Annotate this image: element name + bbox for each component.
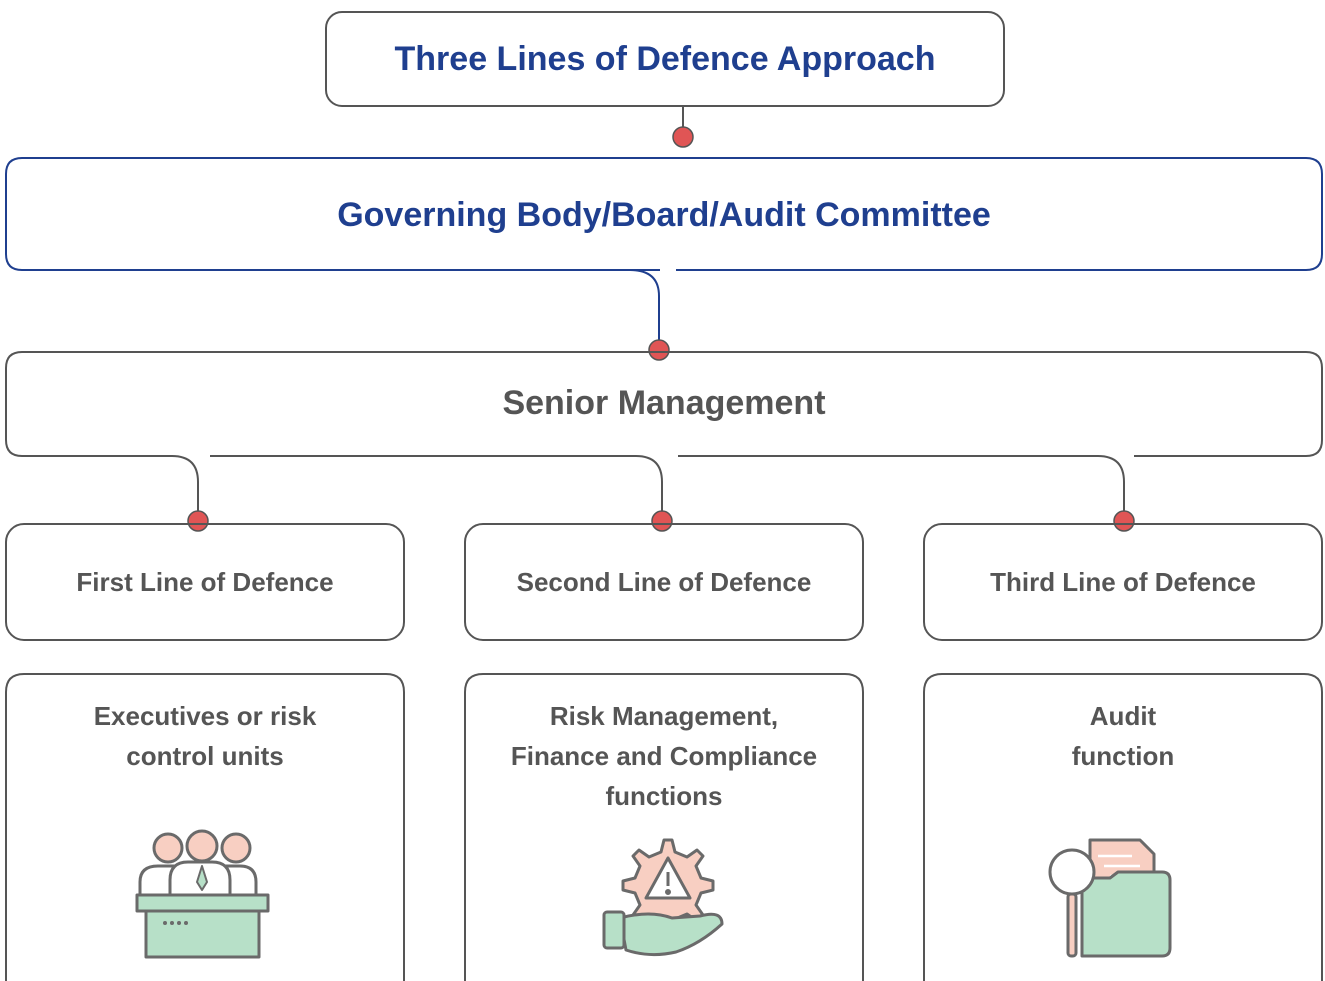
connector-dot-second xyxy=(651,510,673,532)
connector-dot-board xyxy=(672,126,694,148)
people-at-podium-icon xyxy=(135,829,270,959)
connector-dot-first xyxy=(187,510,209,532)
third-line-label: Third Line of Defence xyxy=(990,566,1256,597)
hand-gear-warning-icon xyxy=(602,838,724,957)
second-line-description: Risk Management, Finance and Compliance … xyxy=(465,696,863,816)
title-box xyxy=(325,11,1005,107)
first-line-label: First Line of Defence xyxy=(76,566,334,597)
third-line-description: Audit function xyxy=(924,696,1322,776)
second-desc-box xyxy=(464,673,864,981)
senior-box-mid xyxy=(210,455,663,512)
description-line: control units xyxy=(126,741,284,771)
senior-box-left xyxy=(5,351,199,512)
governing-body-label: Governing Body/Board/Audit Committee xyxy=(337,195,991,234)
second-line-label: Second Line of Defence xyxy=(516,566,812,597)
second-line-box xyxy=(464,523,864,641)
board-box xyxy=(5,157,1323,271)
senior-box-right xyxy=(678,455,1125,512)
first-line-description: Executives or risk control units xyxy=(6,696,404,776)
third-line-box xyxy=(923,523,1323,641)
senior-management-label: Senior Management xyxy=(502,383,826,422)
board-senior-connector xyxy=(629,269,660,340)
folder-magnifier-icon xyxy=(1048,838,1172,958)
first-line-box xyxy=(5,523,405,641)
connector-dot-senior xyxy=(648,339,670,361)
description-line: Finance and Compliance xyxy=(510,741,818,771)
senior-box xyxy=(22,351,1323,457)
description-line: function xyxy=(1071,741,1175,771)
description-line: functions xyxy=(605,781,723,811)
page-title: Three Lines of Defence Approach xyxy=(394,39,936,78)
third-desc-box xyxy=(923,673,1323,981)
connector-dot-third xyxy=(1113,510,1135,532)
first-desc-box xyxy=(5,673,405,981)
description-line: Audit xyxy=(1089,701,1157,731)
description-line: Executives or risk xyxy=(93,701,317,731)
description-line: Risk Management, xyxy=(549,701,779,731)
